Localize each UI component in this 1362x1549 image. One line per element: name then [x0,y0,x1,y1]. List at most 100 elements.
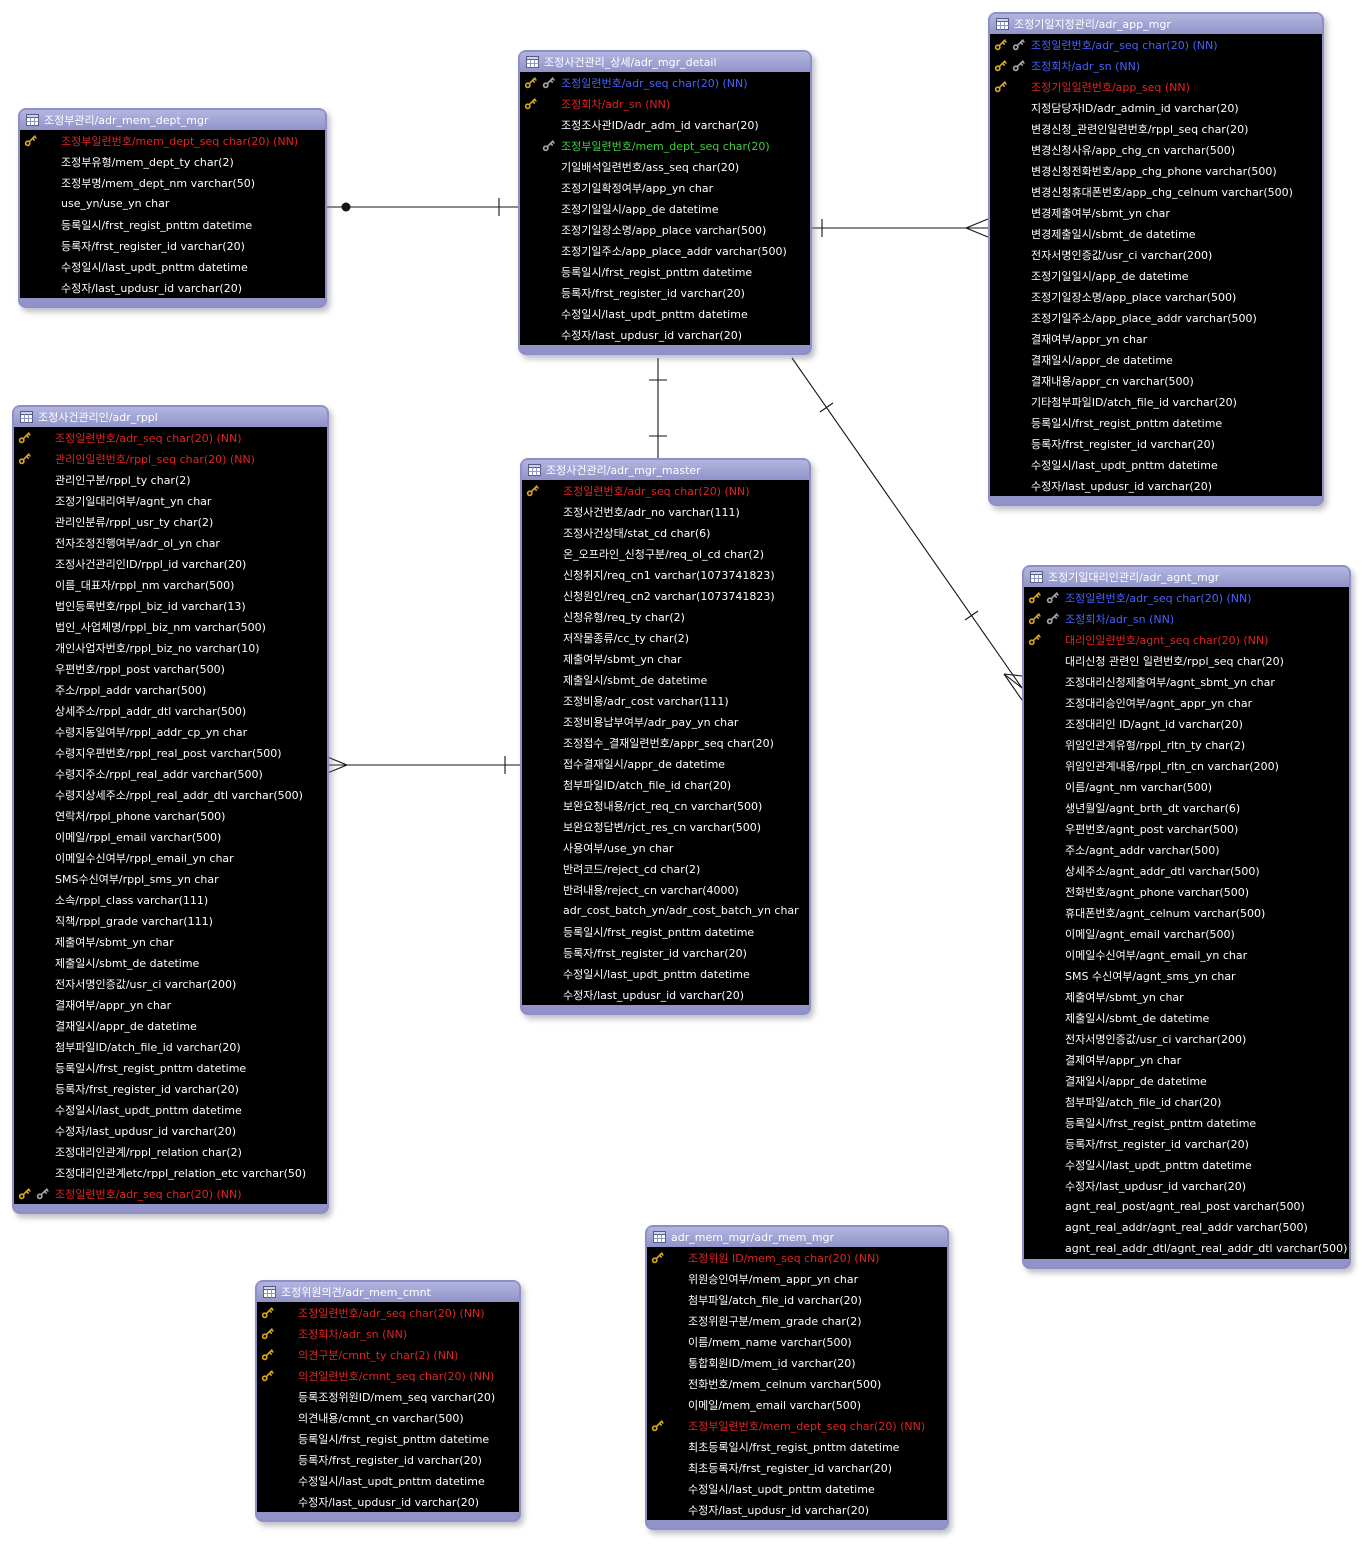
field-row[interactable]: 이메일/rppl_email varchar(500) [14,826,327,847]
field-row[interactable]: 조정기일주소/app_place_addr varchar(500) [520,240,810,261]
field-row[interactable]: 수정일시/last_updt_pnttm datetime [520,303,810,324]
field-row[interactable]: 조정대리신청제출여부/agnt_sbmt_yn char [1024,671,1349,692]
field-row[interactable]: 조정기일주소/app_place_addr varchar(500) [990,307,1322,328]
field-row[interactable]: 최초등록자/frst_register_id varchar(20) [647,1457,947,1478]
field-row[interactable]: 휴대폰번호/agnt_celnum varchar(500) [1024,902,1349,923]
field-row[interactable]: 조정기일대리여부/agnt_yn char [14,490,327,511]
field-row[interactable]: 첨부파일/atch_file_id varchar(20) [647,1289,947,1310]
field-row[interactable]: 수정일시/last_updt_pnttm datetime [14,1099,327,1120]
field-row[interactable]: 이메일수신여부/rppl_email_yn char [14,847,327,868]
field-row[interactable]: 생년월일/agnt_brth_dt varchar(6) [1024,797,1349,818]
field-row[interactable]: 조정일련번호/adr_seq char(20) (NN) [1024,587,1349,608]
field-row[interactable]: 조정기일일시/app_de datetime [520,198,810,219]
field-row[interactable]: 첨부파일ID/atch_file_id varchar(20) [14,1036,327,1057]
field-row[interactable]: 변경신청사유/app_chg_cn varchar(500) [990,139,1322,160]
field-row[interactable]: 수정자/last_updusr_id varchar(20) [257,1491,519,1512]
field-row[interactable]: 수정자/last_updusr_id varchar(20) [14,1120,327,1141]
field-row[interactable]: 수정일시/last_updt_pnttm datetime [257,1470,519,1491]
field-row[interactable]: 기일배석일련번호/ass_seq char(20) [520,156,810,177]
field-row[interactable]: 지정담당자ID/adr_admin_id varchar(20) [990,97,1322,118]
field-row[interactable]: 주소/rppl_addr varchar(500) [14,679,327,700]
field-row[interactable]: 등록일시/frst_regist_pnttm datetime [522,921,809,942]
field-row[interactable]: 조정회차/adr_sn (NN) [990,55,1322,76]
field-row[interactable]: 수정일시/last_updt_pnttm datetime [20,256,325,277]
field-row[interactable]: 관리인일련번호/rppl_seq char(20) (NN) [14,448,327,469]
field-row[interactable]: 개인사업자번호/rppl_biz_no varchar(10) [14,637,327,658]
entity-header[interactable]: 조정위원의견/adr_mem_cmnt [257,1282,519,1302]
field-row[interactable]: 관리인구분/rppl_ty char(2) [14,469,327,490]
field-row[interactable]: 주소/agnt_addr varchar(500) [1024,839,1349,860]
field-row[interactable]: 반려내용/reject_cn varchar(4000) [522,879,809,900]
field-row[interactable]: 결재내용/appr_cn varchar(500) [990,370,1322,391]
field-row[interactable]: 조정회차/adr_sn (NN) [520,93,810,114]
field-row[interactable]: 조정일련번호/adr_seq char(20) (NN) [14,1183,327,1204]
field-row[interactable]: 첨부파일ID/atch_file_id char(20) [522,774,809,795]
field-row[interactable]: 저작물종류/cc_ty char(2) [522,627,809,648]
field-row[interactable]: 결재여부/appr_yn char [14,994,327,1015]
field-row[interactable]: 조정조사관ID/adr_adm_id varchar(20) [520,114,810,135]
field-row[interactable]: 수령지동일여부/rppl_addr_cp_yn char [14,721,327,742]
field-row[interactable]: agnt_real_post/agnt_real_post varchar(50… [1024,1196,1349,1217]
entity-header[interactable]: adr_mem_mgr/adr_mem_mgr [647,1227,947,1247]
field-row[interactable]: 변경제출여부/sbmt_yn char [990,202,1322,223]
field-row[interactable]: 조정일련번호/adr_seq char(20) (NN) [520,72,810,93]
field-row[interactable]: 우편번호/rppl_post varchar(500) [14,658,327,679]
field-row[interactable]: 수정일시/last_updt_pnttm datetime [1024,1154,1349,1175]
field-row[interactable]: 조정기일일련번호/app_seq (NN) [990,76,1322,97]
field-row[interactable]: 등록일시/frst_regist_pnttm datetime [14,1057,327,1078]
entity-adr_rppl[interactable]: 조정사건관리인/adr_rppl 조정일련번호/adr_seq char(20) … [12,405,329,1214]
field-row[interactable]: 제출일시/sbmt_de datetime [14,952,327,973]
field-row[interactable]: 온_오프라인_신청구분/req_ol_cd char(2) [522,543,809,564]
field-row[interactable]: 조정부유형/mem_dept_ty char(2) [20,151,325,172]
field-row[interactable]: 조정사건상태/stat_cd char(6) [522,522,809,543]
field-row[interactable]: 전자서명인증값/usr_ci varchar(200) [1024,1028,1349,1049]
entity-header[interactable]: 조정부관리/adr_mem_dept_mgr [20,110,325,130]
field-row[interactable]: 등록자/frst_register_id varchar(20) [257,1449,519,1470]
field-row[interactable]: 등록일시/frst_regist_pnttm datetime [257,1428,519,1449]
field-row[interactable]: 등록자/frst_register_id varchar(20) [14,1078,327,1099]
field-row[interactable]: 전화번호/mem_celnum varchar(500) [647,1373,947,1394]
field-row[interactable]: 의견내용/cmnt_cn varchar(500) [257,1407,519,1428]
field-row[interactable]: 조정기일장소명/app_place varchar(500) [990,286,1322,307]
field-row[interactable]: 상세주소/rppl_addr_dtl varchar(500) [14,700,327,721]
field-row[interactable]: 제출여부/sbmt_yn char [1024,986,1349,1007]
field-row[interactable]: 결제여부/appr_yn char [1024,1049,1349,1070]
field-row[interactable]: 등록조정위원ID/mem_seq varchar(20) [257,1386,519,1407]
field-row[interactable]: 등록자/frst_register_id varchar(20) [1024,1133,1349,1154]
entity-header[interactable]: 조정기일지정관리/adr_app_mgr [990,14,1322,34]
field-row[interactable]: 위원승인여부/mem_appr_yn char [647,1268,947,1289]
field-row[interactable]: 대리신청 관련인 일련번호/rppl_seq char(20) [1024,650,1349,671]
field-row[interactable]: 이메일/agnt_email varchar(500) [1024,923,1349,944]
field-row[interactable]: 전자서명인증값/usr_ci varchar(200) [14,973,327,994]
field-row[interactable]: 이름/agnt_nm varchar(500) [1024,776,1349,797]
field-row[interactable]: 수정자/last_updusr_id varchar(20) [20,277,325,298]
field-row[interactable]: adr_cost_batch_yn/adr_cost_batch_yn char [522,900,809,921]
field-row[interactable]: 법인_사업체명/rppl_biz_nm varchar(500) [14,616,327,637]
field-row[interactable]: 상세주소/agnt_addr_dtl varchar(500) [1024,860,1349,881]
field-row[interactable]: 위임인관계내용/rppl_rltn_cn varchar(200) [1024,755,1349,776]
field-row[interactable]: 반려코드/reject_cd char(2) [522,858,809,879]
field-row[interactable]: 위임인관계유형/rppl_rltn_ty char(2) [1024,734,1349,755]
field-row[interactable]: 조정부명/mem_dept_nm varchar(50) [20,172,325,193]
field-row[interactable]: 변경제출일시/sbmt_de datetime [990,223,1322,244]
field-row[interactable]: 접수결재일시/appr_de datetime [522,753,809,774]
field-row[interactable]: 조정부일련번호/mem_dept_seq char(20) [520,135,810,156]
field-row[interactable]: 수정자/last_updusr_id varchar(20) [522,984,809,1005]
field-row[interactable]: 수정자/last_updusr_id varchar(20) [990,475,1322,496]
field-row[interactable]: 조정일련번호/adr_seq char(20) (NN) [990,34,1322,55]
field-row[interactable]: 첨부파일/atch_file_id char(20) [1024,1091,1349,1112]
field-row[interactable]: 등록일시/frst_regist_pnttm datetime [520,261,810,282]
entity-header[interactable]: 조정사건관리인/adr_rppl [14,407,327,427]
field-row[interactable]: 조정대리인관계etc/rppl_relation_etc varchar(50) [14,1162,327,1183]
field-row[interactable]: 대리인일련번호/agnt_seq char(20) (NN) [1024,629,1349,650]
field-row[interactable]: 조정접수_결재일련번호/appr_seq char(20) [522,732,809,753]
field-row[interactable]: 의견일련번호/cmnt_seq char(20) (NN) [257,1365,519,1386]
field-row[interactable]: 관리인분류/rppl_usr_ty char(2) [14,511,327,532]
field-row[interactable]: 조정회차/adr_sn (NN) [1024,608,1349,629]
field-row[interactable]: agnt_real_addr/agnt_real_addr varchar(50… [1024,1217,1349,1238]
